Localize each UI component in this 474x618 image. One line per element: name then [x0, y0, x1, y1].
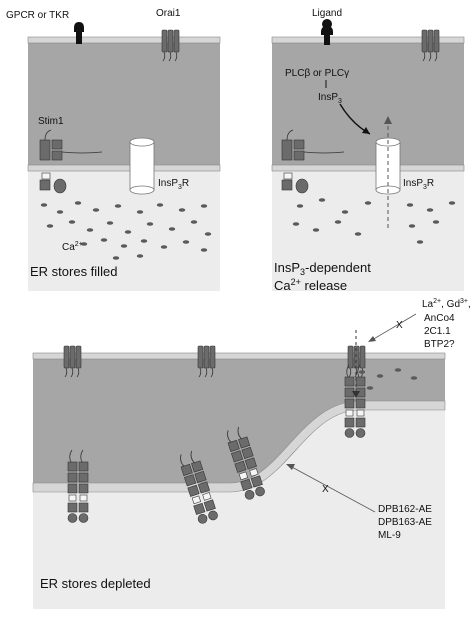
orai-channel-icon	[161, 29, 180, 62]
panel-c-cytosol	[33, 359, 445, 486]
panel-a-ca-dot	[190, 220, 198, 224]
orai-label: Orai1	[156, 8, 181, 19]
calcium-label: Ca2+	[62, 241, 83, 253]
top-inhibitor-line3: 2C1.1	[424, 326, 451, 337]
panel-a-caption: ER stores filled	[30, 264, 117, 279]
panel-b-er-membrane	[271, 164, 465, 172]
panel-b-ca-dot	[292, 222, 300, 226]
top-inhibitor-line1: La2+, Gd3+,	[422, 298, 471, 310]
panel-b-ca-dot	[408, 224, 416, 228]
panel-c-orai-icon-2	[197, 345, 216, 378]
top-block-mark: X	[396, 320, 403, 331]
panel-a-ca-dot	[136, 210, 144, 214]
panel-b-stim-icon	[281, 129, 345, 194]
panel-a-er-membrane	[27, 164, 221, 172]
panel-b-ca-dot	[312, 228, 320, 232]
panel-b: Ligand PLCβ or PLCγ InsP3 InsP3R	[271, 8, 465, 293]
receptor-icon	[74, 22, 84, 44]
panel-b-ca-dot	[432, 220, 440, 224]
panel-a-ca-dot	[200, 248, 208, 252]
panel-b-plasma-membrane	[271, 36, 465, 44]
panel-a-ca-dot	[124, 230, 132, 234]
panel-c-er-membrane	[32, 400, 446, 493]
ligand-label: Ligand	[312, 8, 342, 19]
calcium-entry-arrowhead-icon	[352, 391, 360, 398]
stim-label: Stim1	[38, 116, 64, 127]
panel-c-entering-calcium	[358, 368, 418, 390]
panel-a-ca-dot	[146, 222, 154, 226]
insp3-label: InsP3	[318, 92, 342, 105]
panel-a-plasma-membrane	[27, 36, 221, 44]
panel-c-orai-icon-1	[63, 345, 82, 378]
panel-c-plasma-membrane	[32, 352, 446, 360]
top-inhibitor-line	[371, 313, 417, 341]
panel-a-ca-dot	[40, 203, 48, 207]
panel-a-ca-dot	[160, 245, 168, 249]
panel-a-ca-dot	[112, 256, 120, 260]
panel-b-ca-dot	[296, 204, 304, 208]
panel-b-ca-dot	[341, 210, 349, 214]
bottom-inhibitor-line1: DPB162-AE	[378, 504, 432, 515]
panel-a-ca-dot	[114, 204, 122, 208]
panel-a: GPCR or TKR Orai1 Stim1 InsP3R Ca2+ ER s…	[6, 8, 221, 291]
insp3-arrowhead-icon	[362, 127, 370, 134]
panel-b-ca-dot	[318, 198, 326, 202]
panel-a-ca-dot	[68, 220, 76, 224]
panel-a-ca-dot	[120, 244, 128, 248]
plc-label: PLCβ or PLCγ	[285, 68, 349, 79]
panel-b-ca-dot	[426, 208, 434, 212]
top-inhibitor-arrowhead-icon	[368, 336, 376, 342]
panel-a-ca-dot	[46, 224, 54, 228]
bottom-inhibitor-line2: DPB163-AE	[378, 517, 432, 528]
panel-a-ca-dot	[178, 208, 186, 212]
panel-c-ca-dot	[358, 370, 366, 374]
panel-b-ca-dot	[334, 220, 342, 224]
panel-a-ca-dot	[74, 201, 82, 205]
bottom-inhibitor-arrowhead-icon	[286, 464, 295, 470]
panel-b-er-calcium	[292, 198, 456, 244]
panel-a-ca-dot	[86, 228, 94, 232]
panel-b-ca-dot	[448, 201, 456, 205]
bottom-inhibitor-line	[289, 465, 376, 513]
panel-b-ca-dot	[354, 232, 362, 236]
stim-protein-icon	[39, 129, 103, 194]
panel-c-ca-dot	[394, 368, 402, 372]
bottom-inhibitor-line3: ML-9	[378, 530, 401, 541]
panel-a-ca-dot	[106, 221, 114, 225]
panel-a-ca-dot	[168, 227, 176, 231]
panel-a-ca-dot	[136, 254, 144, 258]
insp3r-label: InsP3R	[158, 178, 189, 191]
panel-c-ca-dot	[410, 376, 418, 380]
ligand-receptor-icon	[321, 19, 333, 45]
panel-b-orai-icon	[421, 29, 440, 62]
panel-c: X La2+, Gd3+, AnCo4 2C1.1 BTP2? X DPB162…	[32, 298, 471, 609]
panel-a-ca-dot	[92, 208, 100, 212]
panel-b-ca-dot	[406, 203, 414, 207]
panel-a-ca-dot	[56, 210, 64, 214]
panel-b-insp3r-label: InsP3R	[403, 178, 434, 191]
panel-a-ca-dot	[80, 242, 88, 246]
bottom-block-mark: X	[322, 484, 329, 495]
panel-a-er-calcium	[40, 201, 212, 260]
panel-a-ca-dot	[100, 238, 108, 242]
panel-b-ca-dot	[416, 240, 424, 244]
calcium-release-arrowhead-icon	[384, 116, 392, 124]
panel-c-ca-dot	[376, 374, 384, 378]
panel-b-caption-line1: InsP3-dependent	[274, 260, 371, 277]
panel-b-caption-line2: Ca2+ release	[274, 277, 347, 293]
top-inhibitor-line2: AnCo4	[424, 313, 455, 324]
panel-a-ca-dot	[140, 239, 148, 243]
panel-c-ca-dot	[366, 386, 374, 390]
panel-b-ca-dot	[364, 201, 372, 205]
panel-a-ca-dot	[156, 203, 164, 207]
panel-a-ca-dot	[182, 240, 190, 244]
top-inhibitor-line4: BTP2?	[424, 339, 455, 350]
receptor-label: GPCR or TKR	[6, 10, 69, 21]
panel-a-ca-dot	[200, 204, 208, 208]
insp3-receptor-icon	[129, 137, 155, 195]
panel-a-ca-dot	[204, 232, 212, 236]
panel-c-caption: ER stores depleted	[40, 576, 151, 591]
